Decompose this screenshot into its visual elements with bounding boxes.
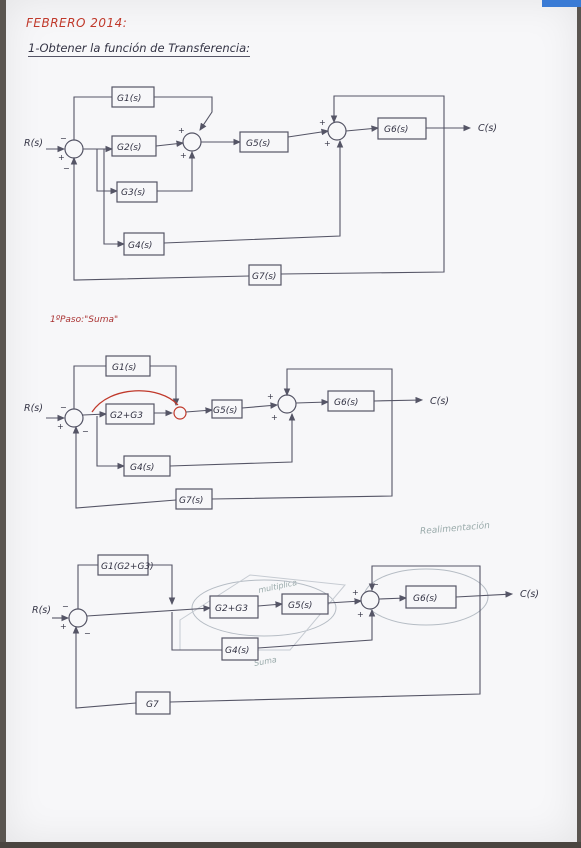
svg-text:+: + <box>178 126 185 135</box>
block-g1: G1(s) <box>111 86 155 108</box>
svg-text:+: + <box>180 151 187 160</box>
block-g6: G6(s) <box>327 390 375 412</box>
svg-text:−: − <box>63 164 70 173</box>
block-g5: G5(s) <box>211 399 243 419</box>
svg-text:G7(s): G7(s) <box>252 272 276 282</box>
svg-text:−: − <box>372 580 379 589</box>
svg-text:+: + <box>319 118 326 127</box>
exercise-statement: 1-Obtener la función de Transferencia: <box>28 41 251 57</box>
svg-text:G1(s): G1(s) <box>117 94 141 104</box>
block-g7: G7(s) <box>248 264 282 286</box>
annotation-ellipse <box>191 579 337 637</box>
svg-text:G2+G3: G2+G3 <box>110 411 143 421</box>
svg-text:+: + <box>352 588 359 597</box>
svg-text:+: + <box>357 610 364 619</box>
summing-junction-1 <box>68 608 88 628</box>
block-g1-g2-g3: G1(G2+G3) <box>97 554 154 576</box>
output-label: C(s) <box>430 396 449 407</box>
svg-text:G6(s): G6(s) <box>384 125 408 135</box>
svg-text:−: − <box>84 629 91 638</box>
diagram-2: R(s) − + − G1(s) G2+G3 G5(s) + + <box>24 355 449 510</box>
svg-text:G4(s): G4(s) <box>128 241 152 251</box>
block-g6: G6(s) <box>377 117 427 140</box>
svg-text:+: + <box>267 392 274 401</box>
step-label: 1ºPaso:"Suma" <box>50 315 119 325</box>
summing-junction-3 <box>277 394 297 414</box>
block-g7: G7 <box>135 691 171 715</box>
input-label: R(s) <box>24 403 43 414</box>
summing-junction-2 <box>360 590 380 610</box>
blue-tape <box>542 0 581 7</box>
svg-text:+: + <box>58 153 65 162</box>
svg-text:G5(s): G5(s) <box>213 406 237 416</box>
block-g5: G5(s) <box>281 593 329 615</box>
page-title: FEBRERO 2014: <box>26 16 128 30</box>
svg-text:−: − <box>60 403 67 412</box>
output-label: C(s) <box>520 589 539 600</box>
block-g2-plus-g3: G2+G3 <box>209 595 259 619</box>
red-annotation-arc <box>91 390 179 413</box>
svg-text:G5(s): G5(s) <box>246 139 270 149</box>
summing-junction-1 <box>64 139 84 159</box>
svg-text:G7: G7 <box>146 700 159 710</box>
input-label: R(s) <box>32 605 51 616</box>
svg-text:+: + <box>60 622 67 631</box>
summing-junction-3 <box>327 121 347 141</box>
summing-junction-1 <box>64 408 84 428</box>
svg-text:G1(s): G1(s) <box>112 363 136 373</box>
block-g6: G6(s) <box>405 585 457 609</box>
block-g4: G4(s) <box>221 637 259 661</box>
svg-text:+: + <box>324 139 331 148</box>
svg-text:G7(s): G7(s) <box>179 496 203 506</box>
input-label: R(s) <box>24 138 43 149</box>
block-g2: G2(s) <box>111 135 157 157</box>
svg-text:−: − <box>60 134 67 143</box>
block-g2-plus-g3: G2+G3 <box>105 403 155 425</box>
summing-junction-2 <box>173 406 187 420</box>
block-g4: G4(s) <box>123 232 165 256</box>
block-g5: G5(s) <box>239 131 289 153</box>
svg-text:G4(s): G4(s) <box>225 646 249 656</box>
output-label: C(s) <box>478 123 497 134</box>
summing-junction-2 <box>182 132 202 152</box>
svg-text:G5(s): G5(s) <box>288 601 312 611</box>
annotation-shape <box>179 574 346 651</box>
svg-text:G2(s): G2(s) <box>117 143 141 153</box>
svg-text:G6(s): G6(s) <box>334 398 358 408</box>
block-g4: G4(s) <box>123 455 171 477</box>
svg-text:G4(s): G4(s) <box>130 463 154 473</box>
svg-text:G6(s): G6(s) <box>413 594 437 604</box>
svg-text:+: + <box>271 413 278 422</box>
block-g7: G7(s) <box>175 488 213 510</box>
svg-text:+: + <box>57 422 64 431</box>
diagram-1: R(s) −+− G1(s) G2(s) ++ G3(s) G <box>24 86 497 286</box>
diagram-3: R(s) − + − G1(G2+G3) G2+G3 G5(s) + + − <box>32 554 539 715</box>
svg-text:G3(s): G3(s) <box>121 188 145 198</box>
table-edge <box>0 842 581 848</box>
svg-text:G1(G2+G3): G1(G2+G3) <box>101 562 154 572</box>
block-g3: G3(s) <box>116 181 158 203</box>
svg-text:−: − <box>62 602 69 611</box>
svg-text:−: − <box>82 427 89 436</box>
block-g1: G1(s) <box>105 355 151 377</box>
svg-text:G2+G3: G2+G3 <box>215 604 248 614</box>
